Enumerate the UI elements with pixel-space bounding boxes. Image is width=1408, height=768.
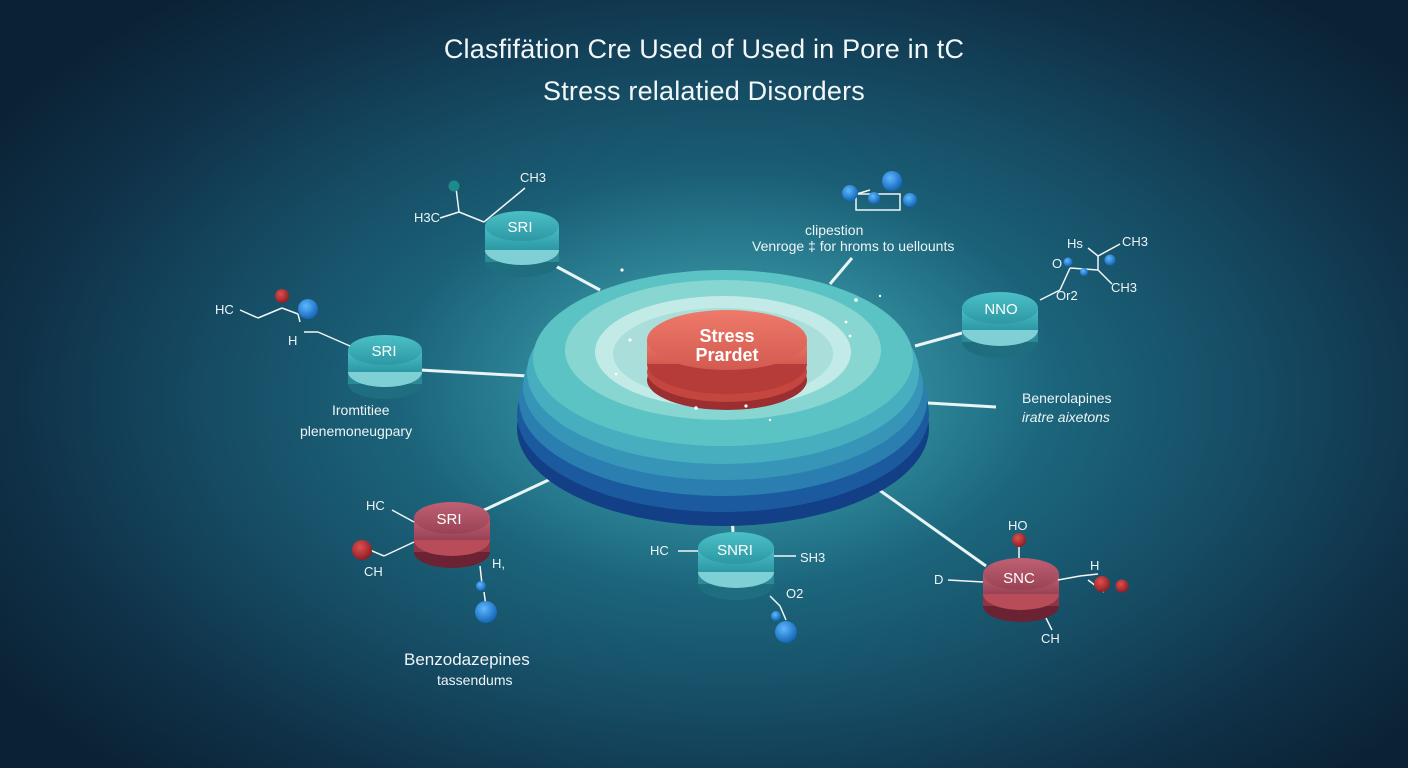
- molecule-sri-bottom-left: HC CH H,: [352, 498, 505, 623]
- node-label: SNC: [1003, 570, 1035, 587]
- chem-label: CH: [364, 564, 383, 579]
- chem-label: Hs: [1067, 236, 1083, 251]
- node-sri-bottom-left[interactable]: SRI: [414, 502, 490, 568]
- caption-right-line-2: iratre aixetons: [1022, 409, 1110, 425]
- connector-right: [927, 401, 997, 409]
- chem-label: CH3: [520, 170, 546, 185]
- chem-label: HO: [1008, 518, 1028, 533]
- chem-label: H3C: [414, 210, 440, 225]
- central-disc: Stress Prardet: [647, 310, 807, 410]
- diagram-title-line-2: Stress relalatied Disorders: [542, 76, 866, 106]
- chem-label: O2: [786, 586, 803, 601]
- node-nno[interactable]: NNO: [962, 292, 1038, 358]
- molecule-sri-top: CH3 H3C: [414, 170, 546, 225]
- node-sri-left[interactable]: SRI: [348, 335, 422, 399]
- chem-label: H,: [492, 556, 505, 571]
- caption-left-line-1: Iromtitiee: [332, 402, 390, 418]
- chem-label: SH3: [800, 550, 825, 565]
- molecule-snc: HO D H CH: [934, 518, 1129, 646]
- diagram-title-line-1: Clasfifätion Cre Used of Used in Pore in…: [443, 34, 965, 64]
- caption-bottom-left-line-1: Benzodazepines: [404, 650, 530, 669]
- center-label-line-1: Stress: [699, 326, 754, 346]
- chem-label: H: [288, 333, 297, 348]
- connector-top-right: [828, 257, 854, 285]
- node-label: SNRI: [717, 542, 753, 559]
- node-snc[interactable]: SNC: [983, 558, 1059, 622]
- chem-label: O: [1052, 256, 1062, 271]
- caption-top-right-line-1: clipestion: [805, 222, 864, 238]
- chem-label: H: [1090, 558, 1099, 573]
- molecule-nno: Hs CH3 O Or2 CH3: [1039, 234, 1148, 303]
- molecule-sri-left: HC H: [215, 289, 351, 348]
- molecule-snri: HC SH3 O2: [650, 543, 825, 643]
- caption-top-right-line-2: Venroge ‡ for hroms to uellounts: [752, 238, 955, 254]
- node-label: NNO: [984, 301, 1017, 318]
- center-label-line-2: Prardet: [695, 345, 758, 365]
- chem-label: HC: [366, 498, 385, 513]
- caption-right-line-1: Benerolapines: [1022, 390, 1112, 406]
- connector-sri-left: [419, 368, 529, 378]
- molecule-top-right: [842, 171, 917, 211]
- chem-label: CH3: [1122, 234, 1148, 249]
- node-label: SRI: [371, 343, 396, 360]
- caption-left-line-2: plenemoneugpary: [300, 423, 413, 439]
- chem-label: CH: [1041, 631, 1060, 646]
- chem-label: HC: [215, 302, 234, 317]
- chem-label: D: [934, 572, 943, 587]
- sparkles: [614, 268, 882, 422]
- connector-snc: [867, 480, 987, 568]
- caption-bottom-left-line-2: tassendums: [437, 672, 513, 688]
- node-snri[interactable]: SNRI: [698, 532, 774, 600]
- connector-nno: [914, 331, 963, 348]
- chem-label: CH3: [1111, 280, 1137, 295]
- node-label: SRI: [436, 511, 461, 528]
- chem-label: HC: [650, 543, 669, 558]
- node-sri-top[interactable]: SRI: [485, 211, 559, 277]
- chem-label: Or2: [1056, 288, 1078, 303]
- node-label: SRI: [507, 219, 532, 236]
